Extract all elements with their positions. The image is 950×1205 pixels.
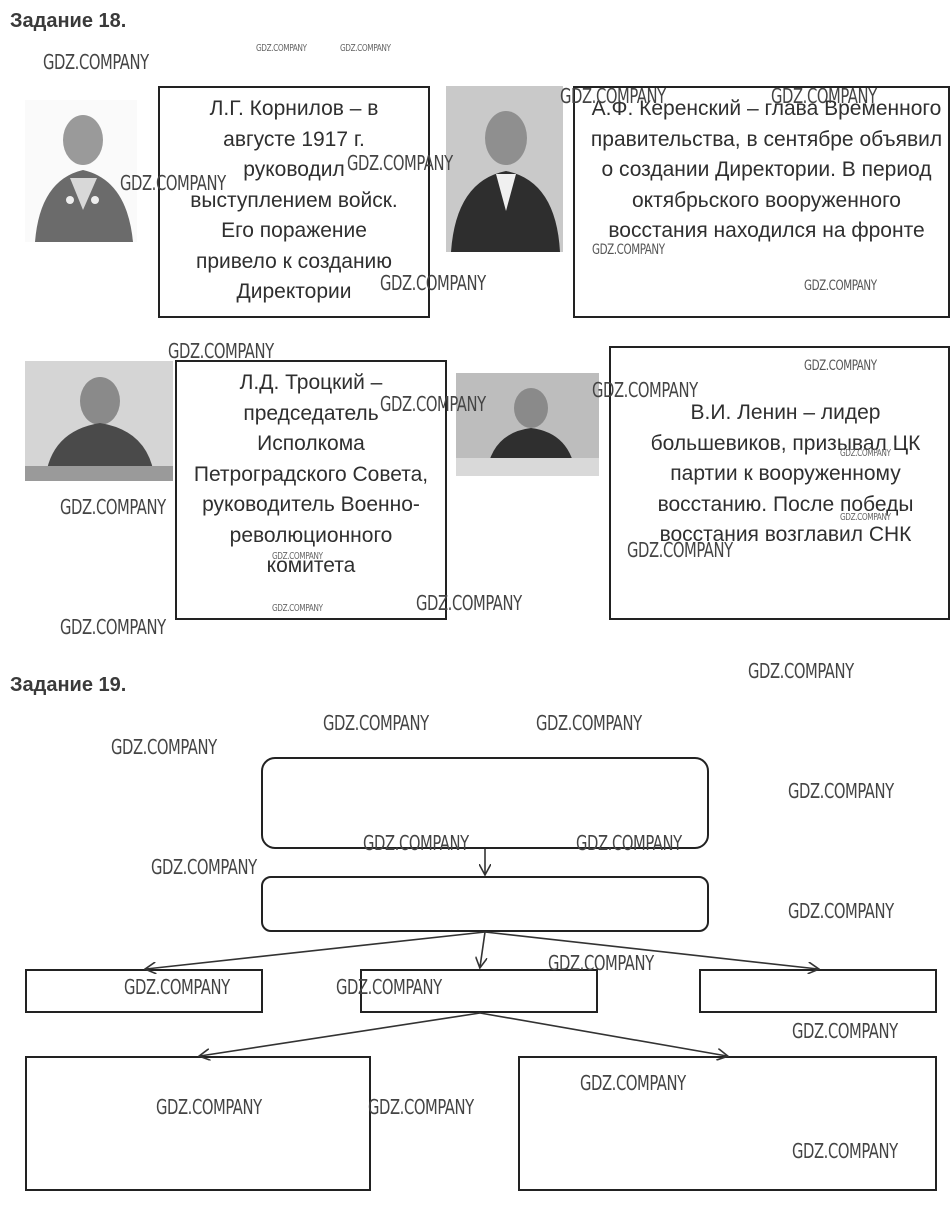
watermark: GDZ.COMPANY [840, 448, 891, 459]
arrow-center-to-bottom-left [200, 1013, 480, 1056]
watermark: GDZ.COMPANY [120, 171, 226, 195]
watermark: GDZ.COMPANY [347, 151, 453, 175]
watermark: GDZ.COMPANY [580, 1071, 686, 1095]
watermark: GDZ.COMPANY [368, 1095, 474, 1119]
watermark: GDZ.COMPANY [792, 1139, 898, 1163]
watermark: GDZ.COMPANY [340, 43, 391, 54]
diagram-box-second [261, 876, 709, 932]
watermark: GDZ.COMPANY [804, 358, 877, 374]
watermark: GDZ.COMPANY [156, 1095, 262, 1119]
watermark: GDZ.COMPANY [788, 779, 894, 803]
watermark: GDZ.COMPANY [43, 50, 149, 74]
watermark: GDZ.COMPANY [323, 711, 429, 735]
watermark: GDZ.COMPANY [363, 831, 469, 855]
watermark: GDZ.COMPANY [168, 339, 274, 363]
task-19-heading: Задание 19. [10, 674, 126, 697]
watermark: GDZ.COMPANY [804, 278, 877, 294]
watermark: GDZ.COMPANY [627, 538, 733, 562]
watermark: GDZ.COMPANY [788, 899, 894, 923]
trotsky-photo [25, 361, 173, 481]
watermark: GDZ.COMPANY [272, 551, 323, 562]
lenin-photo [456, 373, 599, 476]
watermark: GDZ.COMPANY [380, 392, 486, 416]
watermark: GDZ.COMPANY [416, 591, 522, 615]
kerensky-card: А.Ф. Керенский – глава Временного правит… [573, 86, 950, 318]
watermark: GDZ.COMPANY [560, 84, 666, 108]
arrow-second-to-left [146, 932, 485, 969]
watermark: GDZ.COMPANY [60, 615, 166, 639]
watermark: GDZ.COMPANY [576, 831, 682, 855]
watermark: GDZ.COMPANY [592, 242, 665, 258]
watermark: GDZ.COMPANY [124, 975, 230, 999]
watermark: GDZ.COMPANY [840, 512, 891, 523]
watermark: GDZ.COMPANY [111, 735, 217, 759]
arrow-center-to-bottom-right [480, 1013, 727, 1056]
task-18-heading: Задание 18. [10, 10, 126, 33]
watermark: GDZ.COMPANY [548, 951, 654, 975]
kerensky-photo [446, 86, 563, 252]
diagram-box-bottom-left [25, 1056, 371, 1191]
watermark: GDZ.COMPANY [256, 43, 307, 54]
arrow-second-to-center [480, 932, 485, 967]
watermark: GDZ.COMPANY [748, 659, 854, 683]
diagram-box-right [699, 969, 937, 1013]
watermark: GDZ.COMPANY [60, 495, 166, 519]
watermark: GDZ.COMPANY [771, 84, 877, 108]
watermark: GDZ.COMPANY [592, 378, 698, 402]
watermark: GDZ.COMPANY [536, 711, 642, 735]
watermark: GDZ.COMPANY [336, 975, 442, 999]
watermark: GDZ.COMPANY [792, 1019, 898, 1043]
watermark: GDZ.COMPANY [272, 603, 323, 614]
watermark: GDZ.COMPANY [151, 855, 257, 879]
watermark: GDZ.COMPANY [380, 271, 486, 295]
